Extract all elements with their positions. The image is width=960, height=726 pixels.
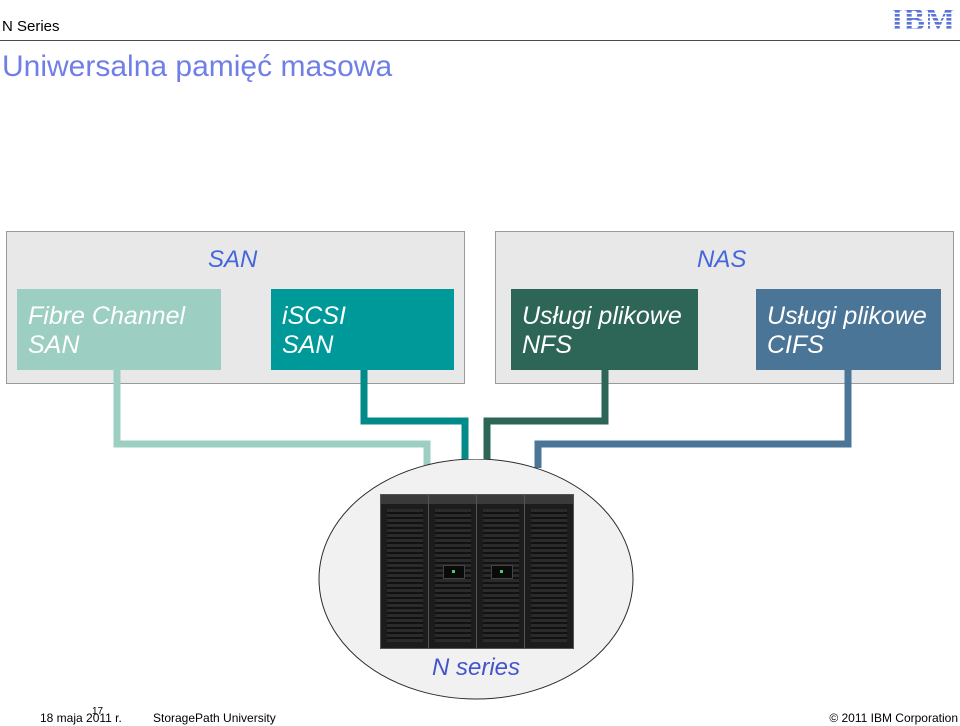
protocol-line1: iSCSI <box>282 302 346 330</box>
iscsi-connection <box>360 369 469 468</box>
slide-number: 17 <box>92 706 104 717</box>
protocol-box-iscsi: iSCSI SAN <box>271 289 454 370</box>
logo-text: IBM <box>891 2 955 34</box>
n-series-storage <box>318 459 634 709</box>
protocol-box-fibre-channel: Fibre Channel SAN <box>17 289 221 370</box>
nas-group-label: NAS <box>697 246 747 273</box>
protocol-box-cifs: Usługi plikowe CIFS <box>756 289 941 370</box>
protocol-line2: SAN <box>282 331 334 359</box>
footer-date: 18 maja 2011 r. <box>40 711 122 725</box>
nfs-connection <box>483 369 609 468</box>
storage-rack <box>524 494 574 649</box>
n-series-label: N series <box>431 654 521 681</box>
header-series-label: N Series <box>2 18 60 35</box>
protocol-line1: Fibre Channel <box>28 302 186 330</box>
storage-rack <box>428 494 478 649</box>
storage-rack <box>380 494 430 649</box>
protocol-line1: Usługi plikowe <box>767 302 927 330</box>
protocol-box-nfs: Usługi plikowe NFS <box>511 289 698 370</box>
protocol-line2: NFS <box>522 331 572 359</box>
cifs-connection <box>534 369 852 468</box>
protocol-line2: CIFS <box>767 331 824 359</box>
footer-copyright: © 2011 IBM Corporation <box>829 711 958 725</box>
storage-rack <box>476 494 526 649</box>
footer-center-text: StoragePath University <box>153 711 276 725</box>
slide-title: Uniwersalna pamięć masowa <box>2 50 393 83</box>
ibm-logo: IBM <box>891 2 955 34</box>
header-divider <box>0 40 960 41</box>
san-group-label: SAN <box>208 246 258 273</box>
fibre-channel-connection <box>113 369 431 468</box>
protocol-line2: SAN <box>28 331 80 359</box>
protocol-line1: Usługi plikowe <box>522 302 682 330</box>
